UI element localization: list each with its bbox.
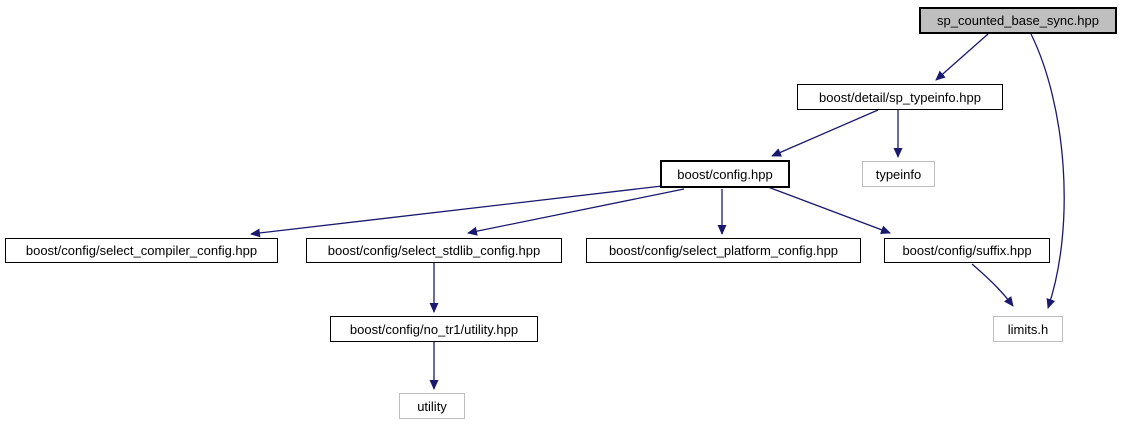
- node-limits: limits.h: [993, 316, 1063, 342]
- node-suffix[interactable]: boost/config/suffix.hpp: [884, 238, 1050, 263]
- edge-suffix-to-limits: [971, 263, 1014, 307]
- edge-sp_typeinfo-to-config: [771, 109, 879, 157]
- node-sp_counted_base_sync[interactable]: sp_counted_base_sync.hpp: [919, 7, 1117, 34]
- node-select_compiler[interactable]: boost/config/select_compiler_config.hpp: [5, 238, 278, 263]
- node-select_stdlib[interactable]: boost/config/select_stdlib_config.hpp: [306, 238, 562, 263]
- node-sp_typeinfo[interactable]: boost/detail/sp_typeinfo.hpp: [797, 84, 1003, 110]
- edge-sp_counted_base_sync-to-limits: [1030, 33, 1065, 309]
- edge-config-to-select_compiler: [250, 185, 663, 238]
- node-typeinfo: typeinfo: [862, 161, 935, 187]
- node-utility: utility: [399, 393, 465, 419]
- edge-config-to-suffix: [767, 186, 891, 235]
- edge-sp_counted_base_sync-to-sp_typeinfo: [935, 33, 989, 81]
- node-config[interactable]: boost/config.hpp: [660, 160, 790, 188]
- node-no_tr1_utility[interactable]: boost/config/no_tr1/utility.hpp: [330, 316, 538, 342]
- node-select_platform[interactable]: boost/config/select_platform_config.hpp: [586, 238, 861, 263]
- edge-config-to-select_stdlib: [467, 188, 685, 236]
